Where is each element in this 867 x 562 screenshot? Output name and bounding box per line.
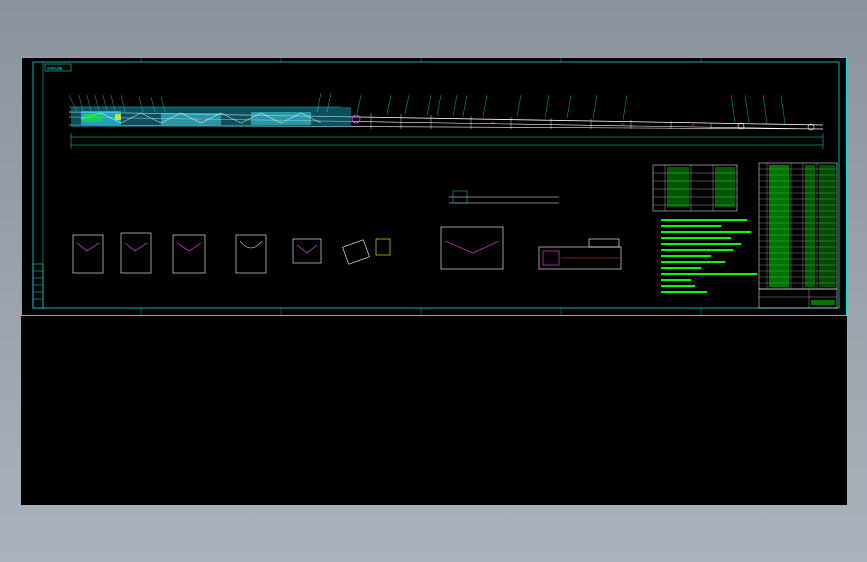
left-margin-table (32, 263, 44, 309)
conveyor-elevation-view (68, 92, 824, 149)
bill-of-materials (758, 162, 838, 290)
technical-notes (661, 219, 757, 293)
title-block (758, 288, 838, 309)
header-tag-text: 皮带机总图 (47, 66, 62, 71)
section-views (72, 226, 622, 274)
top-plan-view (449, 190, 559, 204)
inner-sheet-border (32, 61, 840, 309)
outer-sheet-border (21, 57, 847, 316)
sheet-grid-ticks (140, 57, 702, 315)
cad-drawing-sheet: 皮带机总图 (21, 57, 847, 316)
header-tag-box (44, 63, 72, 72)
left-margin-table-rows (33, 270, 43, 300)
drawing-canvas[interactable]: 皮带机总图 (21, 57, 847, 505)
parameter-table (652, 164, 738, 212)
